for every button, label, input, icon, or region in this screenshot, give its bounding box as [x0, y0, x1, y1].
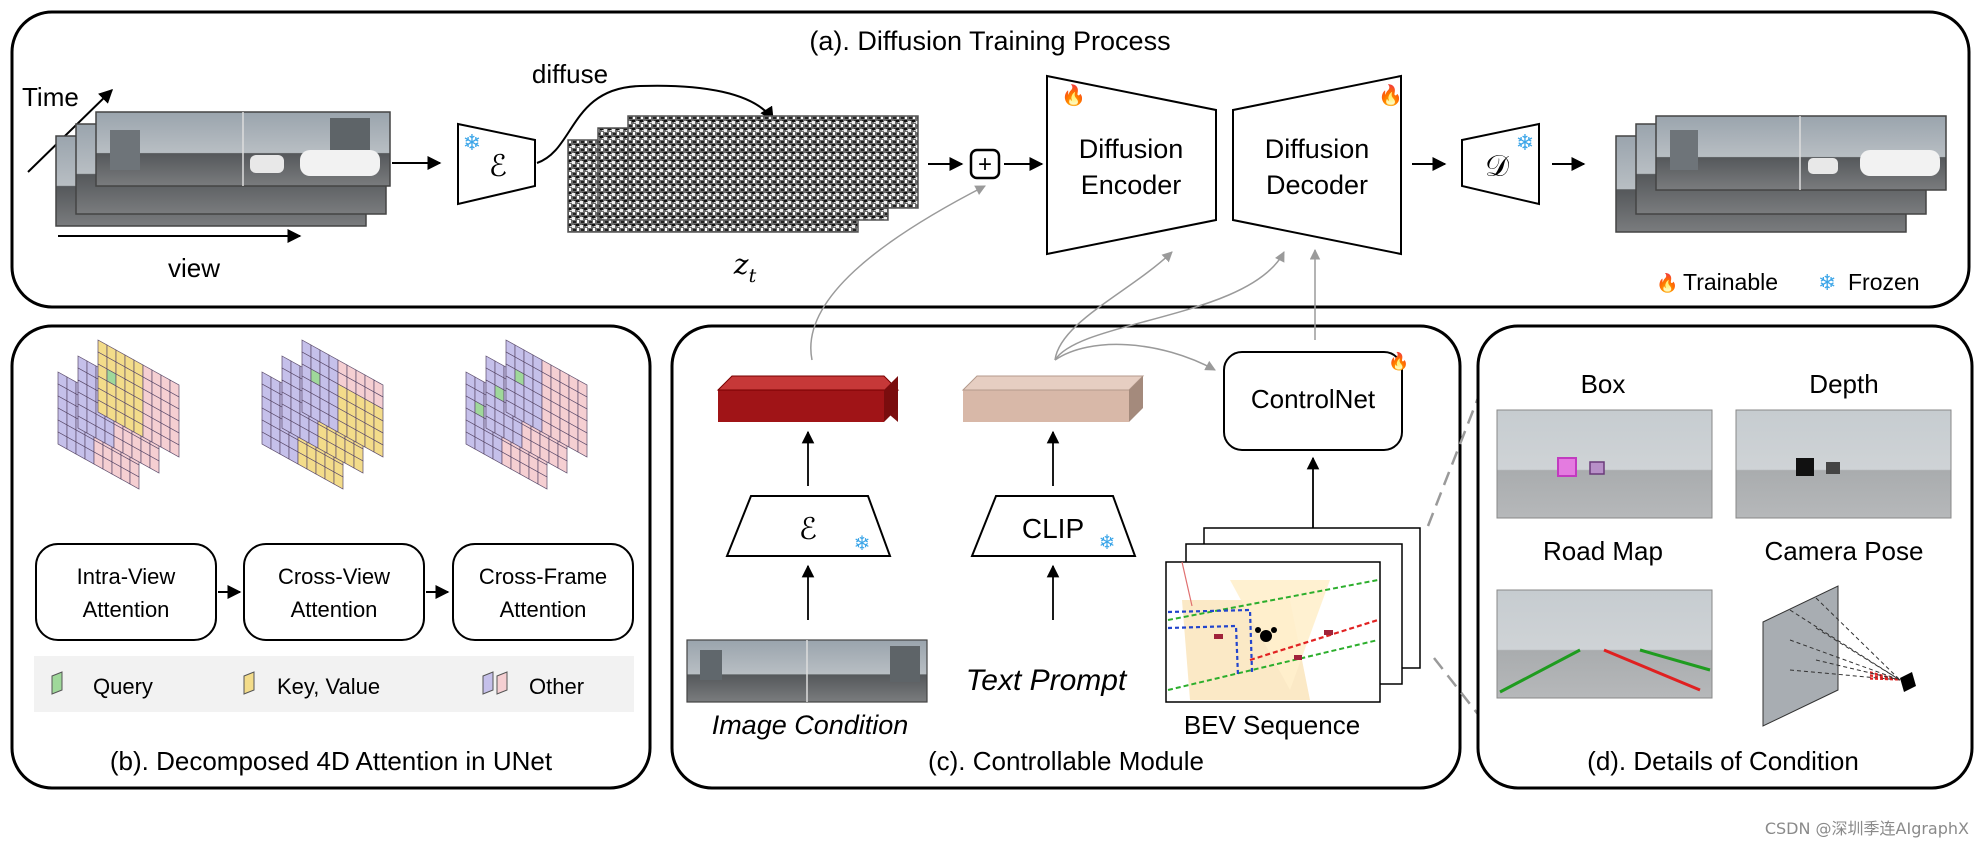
svg-text:Cross-Frame: Cross-Frame	[479, 564, 607, 589]
panel-c-title: (c). Controllable Module	[928, 746, 1204, 776]
legend-frozen: Frozen	[1848, 269, 1920, 295]
image-condition-label: Image Condition	[712, 710, 909, 740]
input-multiview-video-stack	[55, 111, 391, 227]
image-embedding-block	[716, 375, 900, 422]
arrow-text-to-encoder	[1054, 251, 1173, 361]
svg-text:+: +	[978, 151, 992, 178]
camera-pose-label: Camera Pose	[1765, 536, 1924, 566]
noisy-latent-stack	[567, 115, 919, 233]
dashed-connector-bottom	[1433, 657, 1485, 723]
camera-ray	[1789, 639, 1901, 681]
frozen-icon: ❄	[1818, 270, 1836, 295]
diffuse-arrow	[536, 84, 774, 164]
box-label: Box	[1581, 369, 1626, 399]
image-encoder-symbol: ℰ	[799, 512, 817, 547]
arrow-text-to-decoder	[1054, 251, 1285, 361]
diffusion-encoder-label-1: Diffusion	[1079, 134, 1184, 164]
query-swatch	[51, 671, 63, 695]
vae-decoder-symbol: 𝒟	[1485, 149, 1509, 184]
diffusion-encoder-label-2: Encoder	[1081, 170, 1182, 200]
camera-ray	[1815, 659, 1901, 681]
trainable-icon: 🔥	[1656, 272, 1678, 293]
diffusion-decoder-label-1: Diffusion	[1265, 134, 1370, 164]
panel-b-title: (b). Decomposed 4D Attention in UNet	[110, 746, 553, 776]
legend-key-value: Key, Value	[277, 674, 380, 699]
trainable-icon: 🔥	[1388, 351, 1409, 371]
attention-grid-stack	[261, 339, 384, 490]
text-embedding-block	[961, 375, 1145, 422]
key-value-swatch	[243, 671, 255, 695]
svg-text:Cross-View: Cross-View	[278, 564, 390, 589]
frozen-icon: ❄	[854, 533, 871, 555]
arrow-text-to-controlnet	[1054, 343, 1216, 371]
text-prompt-label: Text Prompt	[966, 664, 1128, 697]
clip-label: CLIP	[1022, 513, 1084, 544]
attention-box-intra-view: Intra-View Attention	[35, 543, 217, 641]
legend-trainable: Trainable	[1683, 269, 1778, 295]
output-multiview-video-stack	[1615, 115, 1947, 233]
frozen-icon: ❄	[1099, 532, 1116, 554]
camera-ray-red	[1869, 677, 1901, 681]
vae-encoder: ℰ ❄	[457, 122, 536, 206]
attention-legend-bg	[34, 656, 634, 712]
depth-label: Depth	[1809, 369, 1878, 399]
camera-pose-visual	[1762, 585, 1916, 727]
legend-query: Query	[93, 674, 153, 699]
image-condition-encoder: ℰ ❄	[725, 495, 892, 557]
svg-text:Attention: Attention	[291, 597, 378, 622]
depth-condition-image	[1735, 409, 1952, 519]
plus-node: +	[969, 148, 1001, 180]
road-map-condition-image	[1496, 589, 1713, 699]
diffusion-encoder: Diffusion Encoder 🔥	[1046, 74, 1217, 256]
panel-d-title: (d). Details of Condition	[1587, 746, 1859, 776]
panel-a-title: (a). Diffusion Training Process	[809, 26, 1170, 56]
svg-text:Attention: Attention	[500, 597, 587, 622]
other-swatch-pink	[496, 671, 508, 695]
panel-d-condition-details: Box Depth Road Map Camera Pose (d). Deta…	[1476, 324, 1974, 790]
frozen-icon: ❄	[1516, 130, 1534, 155]
time-label: Time	[22, 82, 79, 112]
svg-text:Attention: Attention	[83, 597, 170, 622]
panel-b-4d-attention: Intra-View Attention Cross-View Attentio…	[10, 324, 652, 790]
camera-icon	[1900, 672, 1916, 692]
watermark: CSDN @深圳季连AIgraphX	[1764, 819, 1969, 838]
panel-a-diffusion-training: (a). Diffusion Training Process Time vie…	[10, 10, 1971, 309]
image-condition-thumbnail	[686, 639, 928, 703]
svg-text:Intra-View: Intra-View	[77, 564, 176, 589]
panel-c-controllable-module: ℰ ❄ CLIP ❄ ControlNet 🔥	[670, 185, 1462, 790]
arrow-image-cond-to-plus	[810, 185, 986, 361]
zt-symbol: zt	[733, 248, 757, 287]
attention-box-cross-view: Cross-View Attention	[243, 543, 425, 641]
diffuse-label: diffuse	[532, 59, 608, 89]
attention-box-cross-frame: Cross-Frame Attention	[452, 543, 634, 641]
controlnet-label: ControlNet	[1251, 384, 1376, 414]
bev-sequence-label: BEV Sequence	[1184, 710, 1360, 740]
other-swatch-purple	[482, 671, 494, 695]
clip-text-encoder: CLIP ❄	[970, 495, 1137, 557]
time-axis-arrow	[27, 89, 114, 173]
bev-sequence-stack	[1165, 527, 1421, 703]
controlnet-block: ControlNet 🔥	[1223, 351, 1409, 451]
trainable-icon: 🔥	[1061, 83, 1086, 107]
dashed-connector-top	[1426, 397, 1480, 527]
diffusion-decoder: Diffusion Decoder 🔥	[1232, 74, 1403, 256]
attention-grid-stack	[57, 339, 180, 490]
box-condition-image	[1496, 409, 1713, 519]
camera-ray	[1815, 597, 1901, 681]
view-label: view	[168, 253, 220, 283]
camera-ray	[1815, 627, 1901, 681]
vae-decoder: 𝒟 ❄	[1461, 122, 1540, 206]
legend-other: Other	[529, 674, 584, 699]
attention-grid-stack	[465, 339, 588, 490]
bev-map	[1167, 561, 1379, 700]
trainable-icon: 🔥	[1378, 83, 1403, 107]
vae-encoder-symbol: ℰ	[489, 149, 507, 184]
diffusion-decoder-label-2: Decoder	[1266, 170, 1368, 200]
frozen-icon: ❄	[463, 130, 481, 155]
road-map-label: Road Map	[1543, 536, 1663, 566]
